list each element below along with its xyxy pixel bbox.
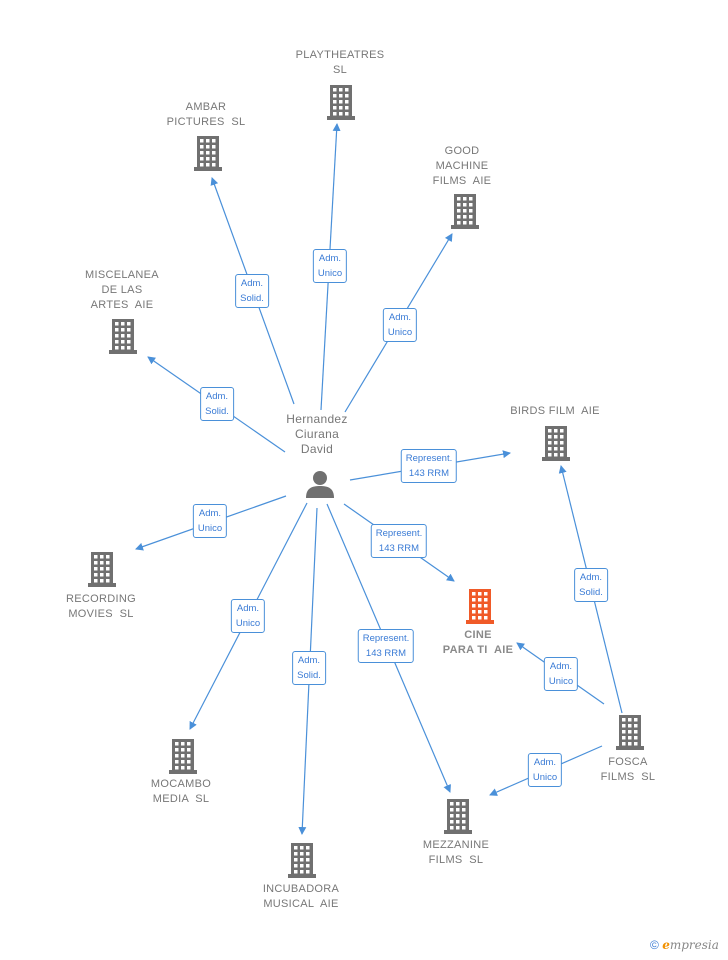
building-icon-miscelanea[interactable] [106,317,140,360]
relation-label-fosca-birds[interactable]: Adm. Solid. [574,568,608,602]
building-icon-incubadora[interactable] [285,841,319,884]
empresia-logo: empresia [662,938,719,952]
relation-label-person-ambar[interactable]: Adm. Solid. [235,274,269,308]
relation-label-person-birds[interactable]: Represent. 143 RRM [400,449,458,483]
relation-label-person-recording[interactable]: Adm. Unico [192,504,228,538]
person-icon[interactable] [305,469,335,504]
building-icon-recording[interactable] [85,550,119,593]
footer-brand: © empresia [650,938,719,952]
relation-label-person-good_machine[interactable]: Adm. Unico [382,308,418,342]
building-icon-cine[interactable] [463,587,497,630]
building-icon-playtheatres[interactable] [324,83,358,126]
person-name[interactable]: Hernandez Ciurana David [286,412,348,456]
building-icon-fosca[interactable] [613,713,647,756]
company-label-fosca[interactable]: FOSCA FILMS SL [600,756,656,783]
company-label-incubadora[interactable]: INCUBADORA MUSICAL AIE [262,883,340,910]
relation-label-person-miscelanea[interactable]: Adm. Solid. [200,387,234,421]
relation-label-person-cine[interactable]: Represent. 143 RRM [370,524,428,558]
building-icon-mocambo[interactable] [166,737,200,780]
building-icon-mezzanine[interactable] [441,797,475,840]
building-icon-birds[interactable] [539,424,573,467]
company-label-playtheatres[interactable]: PLAYTHEATRES SL [295,49,385,76]
relation-label-fosca-cine[interactable]: Adm. Unico [543,657,579,691]
company-label-mocambo[interactable]: MOCAMBO MEDIA SL [150,778,212,805]
relation-label-person-mocambo[interactable]: Adm. Unico [230,599,266,633]
relation-label-person-mezzanine[interactable]: Represent. 143 RRM [357,629,415,663]
company-label-cine[interactable]: CINE PARA TI AIE [442,629,514,656]
building-icon-good_machine[interactable] [448,192,482,235]
relation-label-person-incubadora[interactable]: Adm. Solid. [292,651,326,685]
company-label-good_machine[interactable]: GOOD MACHINE FILMS AIE [432,145,492,187]
relation-label-person-playtheatres[interactable]: Adm. Unico [312,249,348,283]
company-label-miscelanea[interactable]: MISCELANEA DE LAS ARTES AIE [85,269,159,311]
building-icon-ambar[interactable] [191,134,225,177]
relation-label-fosca-mezzanine[interactable]: Adm. Unico [527,753,563,787]
company-label-ambar[interactable]: AMBAR PICTURES SL [166,101,246,128]
company-label-recording[interactable]: RECORDING MOVIES SL [66,593,136,620]
company-label-mezzanine[interactable]: MEZZANINE FILMS SL [422,839,490,866]
copyright-symbol: © [650,938,659,952]
company-label-birds[interactable]: BIRDS FILM AIE [510,405,600,417]
